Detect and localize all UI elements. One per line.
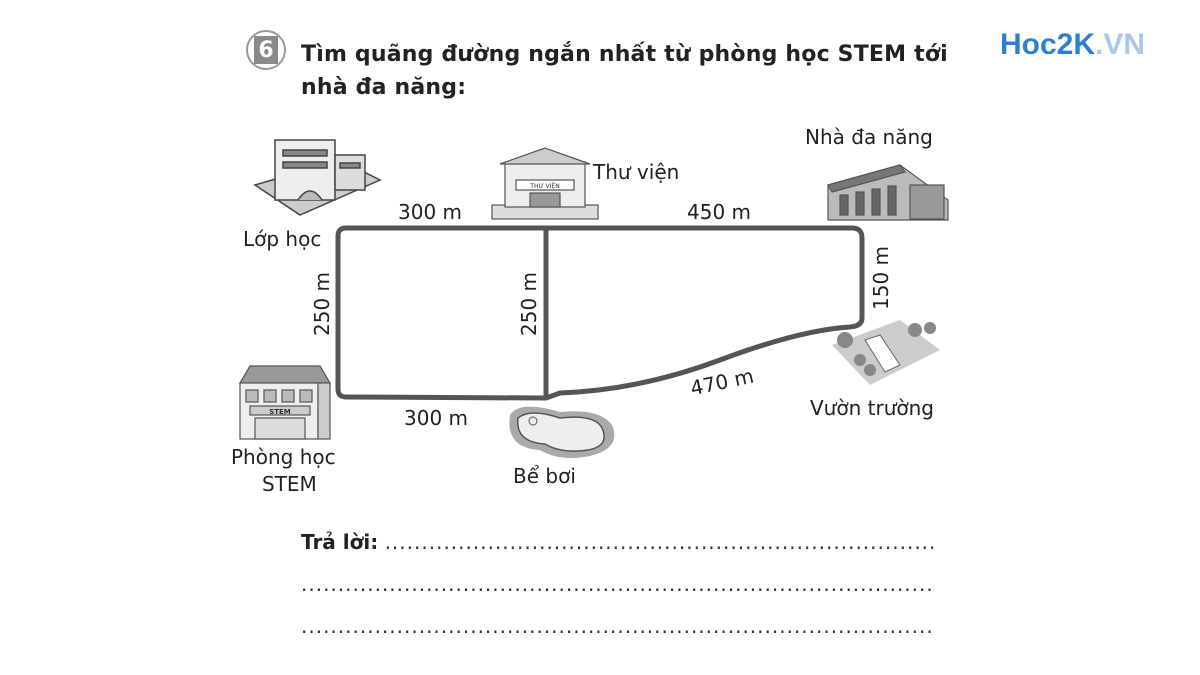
label-phong-hoc: Phòng học — [231, 445, 336, 469]
distance-stem-beboi: 300 m — [404, 406, 469, 430]
label-stem: STEM — [262, 472, 317, 496]
swimming-pool-icon — [509, 406, 615, 458]
distance-lop-thuvien: 300 m — [398, 200, 463, 224]
distance-thuvien-nhadanang: 450 m — [687, 200, 752, 224]
distance-thuvien-beboi: 250 m — [517, 271, 542, 337]
library-sign: THƯ VIỆN — [529, 182, 559, 190]
label-lop-hoc: Lớp học — [243, 227, 322, 251]
stem-sign: STEM — [269, 408, 291, 416]
watermark-logo: Hoc2K.VN — [1000, 28, 1146, 61]
exercise-number-badge: 6 — [246, 30, 286, 70]
classroom-building-icon — [253, 139, 382, 216]
road-outer-loop — [335, 225, 865, 401]
school-garden-icon — [832, 320, 940, 385]
answer-label: Trả lời: — [301, 530, 379, 554]
library-building-icon: THƯ VIỆN — [491, 147, 599, 220]
label-thu-vien: Thư viện — [593, 160, 680, 184]
answer-line-2[interactable]: ........................................… — [301, 572, 934, 596]
question-text: Tìm quãng đường ngắn nhất từ phòng học S… — [301, 42, 948, 100]
label-be-boi: Bể bơi — [513, 464, 576, 488]
label-vuon-truong: Vườn trường — [810, 396, 934, 420]
answer-line-3[interactable]: ........................................… — [301, 614, 934, 638]
road-network — [335, 225, 865, 401]
distance-lop-stem: 250 m — [310, 271, 335, 337]
distance-nhadanang-vuon: 150 m — [869, 245, 894, 311]
label-nha-da-nang: Nhà đa năng — [805, 125, 933, 149]
stem-room-building-icon: STEM — [238, 365, 332, 440]
answer-line-1[interactable]: Trả lời: ...............................… — [301, 530, 937, 554]
sports-hall-building-icon — [827, 164, 949, 221]
